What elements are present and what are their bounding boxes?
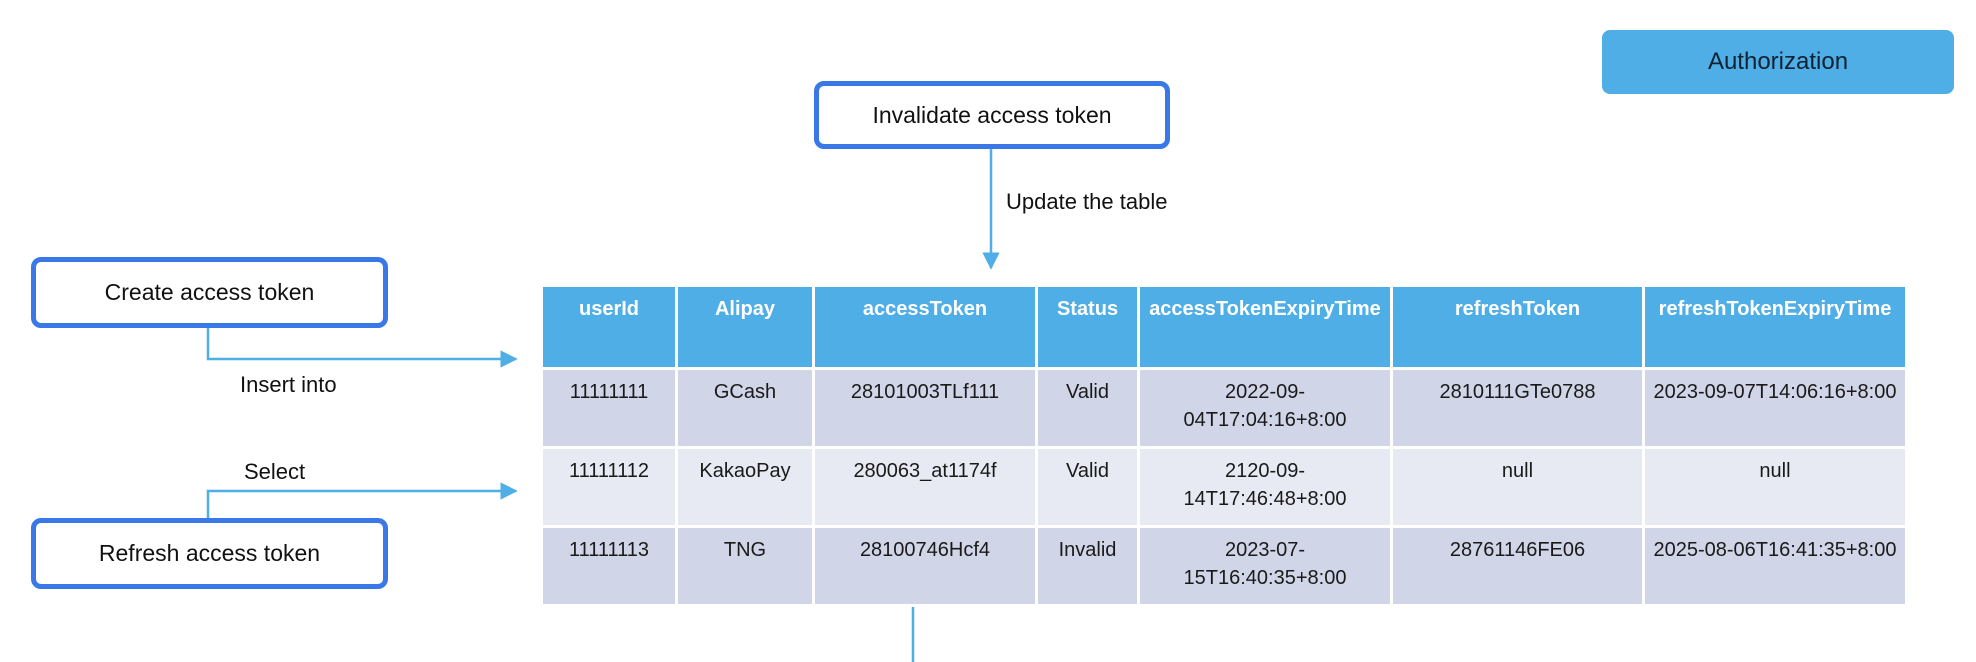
cell-accesstoken: 280063_at1174f (812, 446, 1038, 528)
cell-refreshtokenexpirytime: null (1642, 446, 1908, 528)
cell-status: Valid (1035, 367, 1140, 449)
cell-refreshtoken: 2810111GTe0788 (1390, 367, 1645, 449)
create-access-token-label: Create access token (104, 279, 315, 305)
cell-alipay: TNG (675, 525, 815, 607)
insert-into-label: Insert into (240, 372, 337, 397)
cell-userid: 11111111 (540, 367, 678, 449)
table-row: 11111112 KakaoPay 280063_at1174f Valid 2… (540, 446, 1908, 528)
cell-status: Invalid (1035, 525, 1140, 607)
cell-status: Valid (1035, 446, 1140, 528)
cell-accesstoken: 28100746Hcf4 (812, 525, 1038, 607)
cell-alipay: KakaoPay (675, 446, 815, 528)
table-row: 11111113 TNG 28100746Hcf4 Invalid 2023-0… (540, 525, 1908, 607)
invalidate-access-token-box: Invalidate access token (814, 81, 1170, 149)
column-header-userid: userId (540, 284, 678, 370)
table-header-row: userId Alipay accessToken Status accessT… (540, 284, 1908, 370)
refresh-access-token-box: Refresh access token (31, 518, 388, 589)
update-the-table-label: Update the table (1006, 189, 1168, 214)
invalidate-access-token-label: Invalidate access token (872, 101, 1112, 128)
insert-arrow (206, 328, 518, 368)
cell-userid: 11111113 (540, 525, 678, 607)
select-arrow (206, 482, 518, 518)
cell-refreshtokenexpirytime: 2025-08-06T16:41:35+8:00 (1642, 525, 1908, 607)
create-access-token-box: Create access token (31, 257, 388, 328)
column-header-status: Status (1035, 284, 1140, 370)
cell-alipay: GCash (675, 367, 815, 449)
table-row: 11111111 GCash 28101003TLf111 Valid 2022… (540, 367, 1908, 449)
refresh-access-token-label: Refresh access token (98, 540, 321, 566)
column-header-refreshtoken: refreshToken (1390, 284, 1645, 370)
column-header-accesstokenexpirytime: accessTokenExpiryTime (1137, 284, 1393, 370)
cell-refreshtokenexpirytime: 2023-09-07T14:06:16+8:00 (1642, 367, 1908, 449)
select-label: Select (244, 459, 306, 484)
cell-accesstokenexpirytime: 2023-07-15T16:40:35+8:00 (1137, 525, 1393, 607)
cell-accesstoken: 28101003TLf111 (812, 367, 1038, 449)
cell-refreshtoken: 28761146FE06 (1390, 525, 1645, 607)
cell-userid: 11111112 (540, 446, 678, 528)
column-header-alipay: Alipay (675, 284, 815, 370)
cell-accesstokenexpirytime: 2022-09-04T17:04:16+8:00 (1137, 367, 1393, 449)
cell-refreshtoken: null (1390, 446, 1645, 528)
token-table: userId Alipay accessToken Status accessT… (540, 284, 1908, 607)
column-header-accesstoken: accessToken (812, 284, 1038, 370)
cell-accesstokenexpirytime: 2120-09-14T17:46:48+8:00 (1137, 446, 1393, 528)
authorization-badge: Authorization (1602, 30, 1954, 94)
column-header-refreshtokenexpirytime: refreshTokenExpiryTime (1642, 284, 1908, 370)
